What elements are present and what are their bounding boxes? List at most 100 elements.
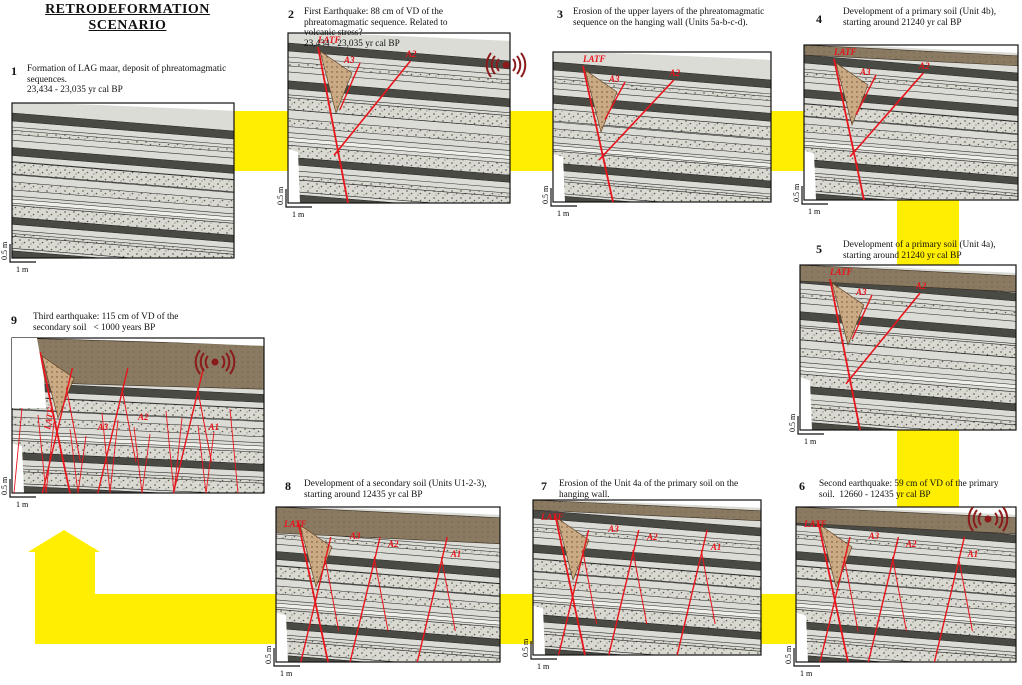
fault-line-branch xyxy=(676,529,708,656)
fault-line-a3 xyxy=(604,81,626,120)
fault-line-branch xyxy=(121,387,137,463)
fault-line-a3 xyxy=(851,294,873,340)
panel-7-number: 7 xyxy=(541,479,547,493)
fault-line-branch xyxy=(582,549,598,625)
label-a2: A2 xyxy=(905,539,917,549)
fault-line-latf xyxy=(297,520,329,663)
fault-line-latf xyxy=(582,65,614,203)
label-a3: A3 xyxy=(859,67,871,77)
fault-line-a2 xyxy=(598,79,675,161)
scale-vertical-label: 0.5 m xyxy=(0,241,9,260)
fault-line-branch xyxy=(440,556,456,632)
panel-8-number: 8 xyxy=(285,479,291,493)
label-latf: LATF xyxy=(829,267,853,277)
fault-line-a3 xyxy=(339,62,361,110)
label-a3: A3 xyxy=(349,531,361,541)
fault-line-fracture xyxy=(69,428,79,494)
panel-3-number: 3 xyxy=(557,7,563,21)
scale-bar xyxy=(801,186,828,205)
scale-bar xyxy=(9,479,36,498)
scale-horizontal-label: 1 m xyxy=(292,210,305,219)
scale-vertical-label: 0.5 m xyxy=(541,185,550,204)
panel-6-number: 6 xyxy=(799,479,805,493)
fault-line-branch xyxy=(843,556,859,632)
scale-vertical-label: 0.5 m xyxy=(276,186,285,205)
label-latf: LATF xyxy=(803,519,827,529)
scale-bar xyxy=(797,416,824,435)
fault-line-branch xyxy=(41,367,74,494)
panel-5-caption: Development of a primary soil (Unit 4a),… xyxy=(843,240,996,261)
panel-5-number: 5 xyxy=(816,242,822,256)
fault-line-branch xyxy=(957,556,973,632)
scale-horizontal-label: 1 m xyxy=(16,500,29,509)
fault-line-latf xyxy=(829,278,861,431)
fault-line-branch xyxy=(608,529,640,656)
label-a3: A3 xyxy=(608,74,620,84)
label-a2: A2 xyxy=(387,539,399,549)
fault-line-latf xyxy=(317,46,349,204)
fault-line-branch xyxy=(933,536,966,663)
label-a2: A2 xyxy=(918,61,930,71)
label-a2: A2 xyxy=(915,281,927,291)
panel-1-caption: Formation of LAG maar, deposit of phreat… xyxy=(27,64,227,95)
fault-line-branch xyxy=(349,536,381,663)
panel-9-number: 9 xyxy=(11,313,17,327)
label-a2: A2 xyxy=(137,412,149,422)
panel-3-caption: Erosion of the upper layers of the phrea… xyxy=(573,7,765,28)
fault-line-branch xyxy=(700,549,716,625)
fault-line-fracture xyxy=(77,435,87,494)
label-a1: A1 xyxy=(450,549,462,559)
fault-line-fracture xyxy=(205,431,215,494)
fault-line-a2 xyxy=(849,72,924,158)
scale-vertical-label: 0.5 m xyxy=(792,183,801,202)
label-a2: A2 xyxy=(668,68,680,78)
fault-line-latf xyxy=(39,351,71,494)
scale-bar xyxy=(793,648,820,667)
fault-line-a3 xyxy=(855,74,877,116)
fault-line-branch xyxy=(557,529,590,656)
section-panel-1: 0.5 m1 m xyxy=(0,102,235,274)
scale-bar xyxy=(530,641,557,660)
scale-horizontal-label: 1 m xyxy=(280,669,293,678)
scale-horizontal-label: 1 m xyxy=(800,669,813,678)
fault-line-branch xyxy=(196,387,212,463)
label-latf: LATF xyxy=(42,406,56,431)
fault-line-branch xyxy=(373,556,389,632)
label-a3: A3 xyxy=(607,524,619,534)
fault-line-branch xyxy=(632,549,648,625)
label-a1: A1 xyxy=(710,542,722,552)
label-latf: LATF xyxy=(317,35,341,45)
panel-4-caption: Development of a primary soil (Unit 4b),… xyxy=(843,7,997,28)
panel-4-number: 4 xyxy=(816,12,822,26)
label-a2: A2 xyxy=(405,49,417,59)
label-a1: A1 xyxy=(208,422,220,432)
scale-bar xyxy=(285,189,312,208)
panel-2-caption: First Earthquake: 88 cm of VD of the phr… xyxy=(304,7,448,49)
label-a1: A1 xyxy=(967,549,979,559)
scale-vertical-label: 0.5 m xyxy=(0,476,9,495)
label-latf: LATF xyxy=(833,47,857,57)
label-latf: LATF xyxy=(283,519,307,529)
scale-horizontal-label: 1 m xyxy=(808,207,821,216)
scale-vertical-label: 0.5 m xyxy=(521,638,530,657)
scale-vertical-label: 0.5 m xyxy=(788,413,797,432)
fault-line-latf xyxy=(554,513,586,656)
label-a3: A3 xyxy=(868,531,880,541)
fault-line-branch xyxy=(867,536,900,663)
fault-line-fracture xyxy=(165,410,175,494)
label-a3: A3 xyxy=(855,287,867,297)
fault-line-a2 xyxy=(845,292,921,385)
fault-line-latf xyxy=(833,58,865,201)
panel-6-caption: Second earthquake: 59 cm of VD of the pr… xyxy=(819,479,999,500)
diagram-title: RETRODEFORMATION SCENARIO xyxy=(45,2,210,33)
scale-horizontal-label: 1 m xyxy=(804,437,817,446)
fault-line-branch xyxy=(97,367,129,494)
fault-line-branch xyxy=(819,536,851,663)
scale-vertical-label: 0.5 m xyxy=(264,645,273,664)
scale-bar xyxy=(9,244,36,263)
